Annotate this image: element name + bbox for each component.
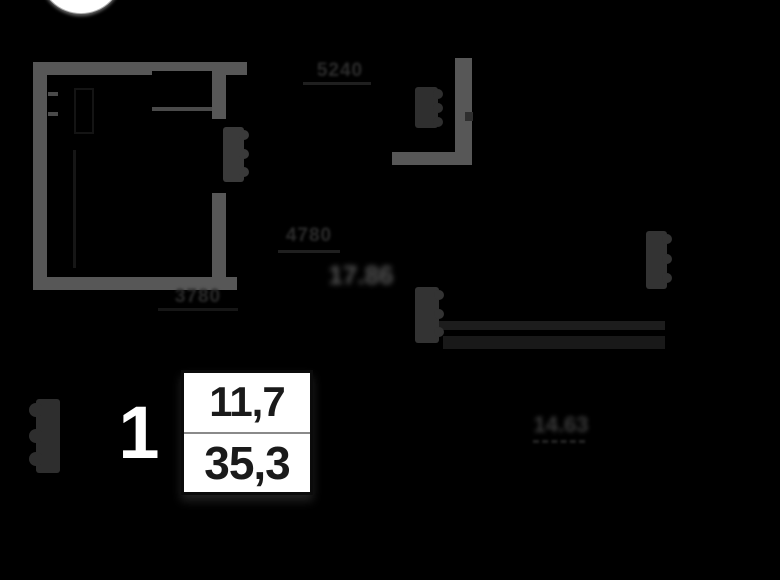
area-badge: 11,7 35,3 [181,370,313,495]
area-label-hall: 17.86 [328,260,394,290]
dim-wall-upper [437,321,665,330]
wall-hall-vertical [455,58,472,165]
window-line [73,150,76,268]
wall-hall-horizontal [392,152,472,165]
wall-window-head [152,62,212,71]
dimension-top: 5240 [316,60,364,81]
total-area-value: 35,3 [184,431,310,493]
radiator-icon [415,287,444,343]
wall-room-bottom [33,277,237,290]
radiator-icon [415,87,443,128]
dimension-line [278,250,340,253]
wall-room-right-lower [212,193,226,290]
area-label-underline [533,440,585,443]
wall-room-right-upper [212,62,226,119]
living-area-value: 11,7 [209,378,285,426]
dimension-line [303,82,371,85]
apartment-number: 1 [118,391,160,474]
radiator-icon [29,399,60,473]
wall-room-left [33,62,47,290]
wall-room-top-extension [226,62,247,75]
compass-circle-icon [39,0,123,14]
door-tick [48,92,58,96]
dim-wall-lower [443,336,665,349]
radiator-icon [646,231,672,289]
wall-room-top [33,62,152,75]
dimension-bottom: 3780 [174,286,222,307]
wall-hall-notch [465,112,473,121]
area-label-neighbor: 14.63 [533,412,589,437]
dimension-line [158,308,238,311]
door-tick [48,112,58,116]
dimension-middle: 4780 [285,225,333,246]
faint-furniture-outline [74,88,94,134]
radiator-icon [223,127,249,182]
window-sill-line [152,107,212,111]
